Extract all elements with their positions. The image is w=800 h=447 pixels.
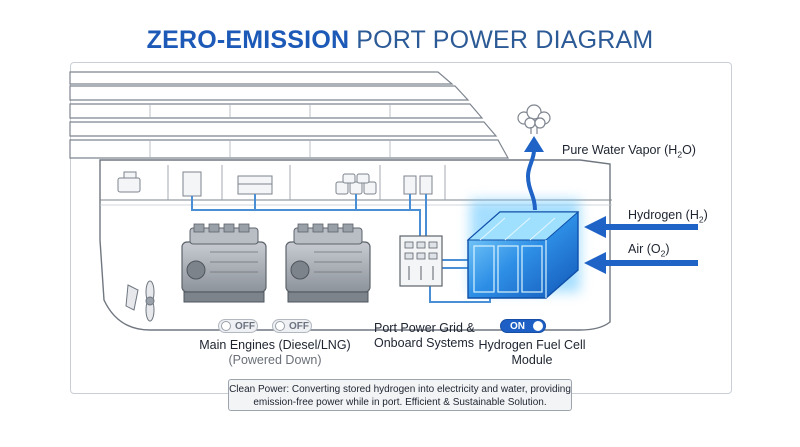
fuel-cell-toggle-label: ON (510, 321, 525, 332)
engine-icon (181, 223, 267, 303)
caption-line2: emission-free power while in port. Effic… (253, 397, 547, 408)
engine1-toggle-label: OFF (235, 321, 255, 332)
grid-label-line2: Onboard Systems (374, 336, 475, 350)
propeller-icon (125, 280, 155, 322)
title-bold: ZERO-EMISSION (146, 26, 350, 54)
onboard-rooms (117, 171, 433, 197)
engines-status-label: (Powered Down) (228, 353, 322, 367)
ship-superstructure (69, 71, 510, 159)
water-vapor-label: Pure Water Vapor (H2O) (562, 143, 696, 160)
caption-line1: Clean Power: Converting stored hydrogen … (229, 384, 571, 395)
water-vapor-arrow (525, 149, 537, 211)
grid-label-line1: Port Power Grid & (374, 321, 475, 335)
engine-icon (285, 223, 371, 303)
control-panel-icon (399, 235, 443, 287)
fuel-cell-label-line1: Hydrogen Fuel Cell (478, 338, 586, 352)
toggle-knob (533, 321, 543, 331)
air-input-arrow (584, 252, 698, 274)
engine2-toggle-label: OFF (289, 321, 309, 332)
hydrogen-input-arrow (584, 216, 698, 238)
water-vapor-arrowhead (524, 136, 544, 152)
fuel-cell-icon (466, 200, 580, 299)
air-label: Air (O2) (628, 242, 670, 259)
fuel-cell-label-line2: Module (511, 353, 553, 367)
steam-cloud-icon (517, 104, 551, 134)
engine2-toggle[interactable]: OFF (272, 319, 312, 333)
hydrogen-label: Hydrogen (H2) (628, 208, 708, 225)
toggle-knob (275, 321, 285, 331)
engines-label: Main Engines (Diesel/LNG) (199, 338, 351, 352)
toggle-knob (221, 321, 231, 331)
title-light: PORT POWER DIAGRAM (356, 26, 654, 54)
fuel-cell-toggle[interactable]: ON (500, 319, 546, 333)
caption-box: Clean Power: Converting stored hydrogen … (228, 379, 572, 411)
engine1-toggle[interactable]: OFF (218, 319, 258, 333)
